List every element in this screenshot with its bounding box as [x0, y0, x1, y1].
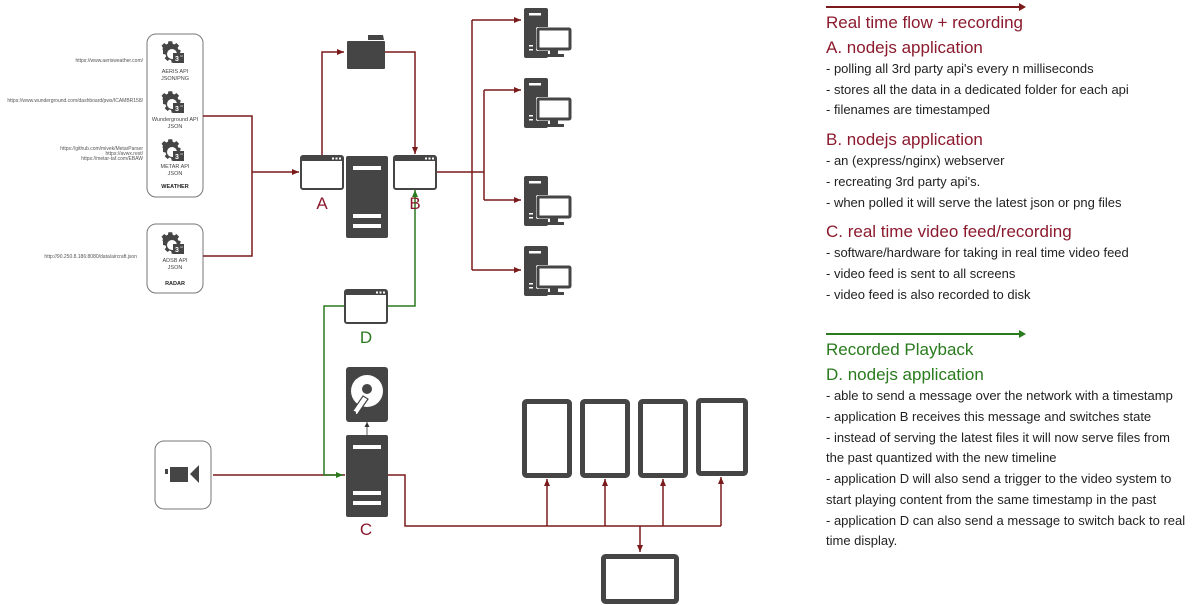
realtime-legend-arrow	[826, 3, 1026, 11]
playback-legend-arrow	[826, 330, 1026, 339]
api-url[interactable]: https://metar-taf.com/EBAW	[81, 156, 143, 162]
bullet: - software/hardware for taking in real t…	[826, 245, 1129, 261]
section-title: A. nodejs application	[826, 38, 983, 57]
group-label: WEATHER	[161, 184, 188, 190]
display-screens	[522, 398, 748, 604]
node-a[interactable]: A	[300, 155, 344, 213]
desktop-computer-icon	[522, 76, 574, 130]
bullet: - video feed is also recorded to disk	[826, 286, 1031, 302]
bullet: - application D can also send a message …	[826, 512, 1186, 528]
api-format: JSON	[168, 171, 183, 177]
video-camera	[154, 440, 212, 510]
api-format: JSON	[168, 265, 183, 271]
playback-legend-label: Recorded Playback	[826, 340, 974, 360]
note-section-a: A. nodejs application - polling all 3rd …	[826, 37, 1200, 121]
desktop-computer-icon	[522, 244, 574, 298]
bullet: - filenames are timestamped	[826, 102, 991, 118]
node-label: D	[360, 328, 372, 347]
browser-window-icon	[393, 155, 437, 190]
notes-panel: Real time flow + recording A. nodejs app…	[826, 0, 1200, 552]
node-label: A	[316, 194, 328, 213]
bullet: - application D will also send a trigger…	[826, 471, 1172, 487]
server-icon	[346, 156, 388, 238]
client-computers	[522, 6, 574, 298]
video-camera-icon	[165, 465, 199, 483]
wunderground-api: Wunderground API JSON https://www.wunder…	[7, 91, 199, 130]
api-format: JSON	[168, 124, 183, 130]
group-label: RADAR	[165, 281, 185, 287]
metar-api: METAR API JSON https://github.com/mivek/…	[60, 139, 190, 177]
aeris-api: AERIS API JSON/PNG https://www.aerisweat…	[75, 41, 189, 82]
browser-window-icon	[344, 289, 388, 324]
section-title: C. real time video feed/recording	[826, 222, 1072, 242]
bullet: the past quantized with the new timeline	[826, 450, 1057, 466]
api-name: ADSB API	[162, 258, 188, 264]
bullet: - able to send a message over the networ…	[826, 388, 1173, 404]
realtime-connectors	[203, 17, 724, 552]
api-name: Wunderground API	[152, 117, 199, 123]
bullet: - stores all the data in a dedicated fol…	[826, 81, 1129, 97]
realtime-legend-label: Real time flow + recording	[826, 13, 1024, 32]
section-title: B. nodejs application	[826, 130, 983, 150]
bullet: - when polled it will serve the latest j…	[826, 194, 1122, 210]
display-screen-icon	[580, 399, 630, 478]
node-label: B	[409, 194, 420, 213]
desktop-computer-icon	[522, 6, 574, 60]
api-url[interactable]: https://github.com/mivek/MetarParser	[60, 146, 143, 152]
bullet: - application B receives this message an…	[826, 409, 1152, 425]
note-section-b: B. nodejs application - an (express/ngin…	[826, 129, 1200, 213]
weather-group: AERIS API JSON/PNG https://www.aerisweat…	[7, 33, 204, 198]
api-format: JSON/PNG	[161, 76, 189, 82]
api-url[interactable]: http://90.250.8.186:8080/data/aircraft.j…	[44, 254, 137, 260]
node-c[interactable]: C	[346, 435, 388, 539]
hard-disk-icon	[346, 367, 388, 422]
api-url[interactable]: https://avwx.rest/	[105, 151, 143, 157]
radar-group: ADSB API JSON RADAR http://90.250.8.186:…	[44, 223, 204, 294]
bullet: time display.	[826, 533, 898, 549]
display-screen-icon	[638, 399, 688, 478]
node-label: C	[360, 520, 372, 539]
api-url[interactable]: https://www.aerisweather.com/	[75, 58, 143, 64]
folder-icon	[347, 35, 385, 69]
api-url[interactable]: https://www.wunderground.com/dashboard/p…	[7, 98, 143, 104]
node-d[interactable]: D	[344, 289, 388, 347]
bullet: - an (express/nginx) webserver	[826, 153, 1005, 169]
display-screen-icon	[696, 398, 748, 476]
architecture-diagram: 3 rd AE	[7, 6, 748, 604]
api-name: AERIS API	[162, 69, 189, 75]
bullet: - video feed is sent to all screens	[826, 265, 1016, 281]
bullet: - recreating 3rd party api's.	[826, 173, 981, 189]
node-b[interactable]: B	[393, 155, 437, 213]
bullet: - polling all 3rd party api's every n mi…	[826, 61, 1094, 76]
server-icon	[346, 435, 388, 517]
display-screen-icon	[522, 399, 572, 478]
bullet: - instead of serving the latest files it…	[826, 429, 1170, 445]
storage-folder	[347, 35, 385, 69]
note-section-c: C. real time video feed/recording - soft…	[826, 221, 1200, 305]
playback-connectors	[323, 190, 418, 478]
browser-window-icon	[300, 155, 344, 190]
display-screen-icon	[601, 554, 679, 604]
api-name: METAR API	[161, 164, 190, 170]
bullet: start playing content from the same time…	[826, 491, 1157, 507]
note-section-d: D. nodejs application - able to send a m…	[826, 364, 1200, 552]
section-title: D. nodejs application	[826, 365, 984, 385]
desktop-computer-icon	[522, 174, 574, 228]
